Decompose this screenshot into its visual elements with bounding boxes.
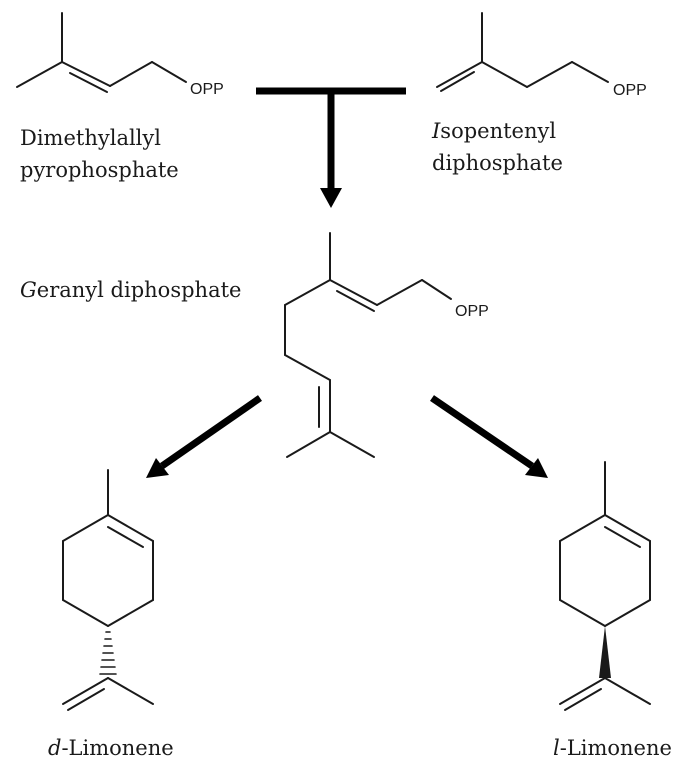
- d-limonene-rest: -Limonene: [61, 736, 173, 760]
- d-limonene-structure: [62, 469, 154, 711]
- l-limonene-prefix: l: [553, 736, 560, 760]
- gpp-opp-label: OPP: [455, 303, 489, 320]
- ipp-name-prefix: I: [431, 119, 441, 143]
- dmapp-name-line2: pyrophosphate: [20, 158, 179, 182]
- ipp-name-rest: sopentenyl: [440, 119, 556, 143]
- l-limonene-structure: [559, 461, 651, 711]
- l-limonene-rest: -Limonene: [560, 736, 672, 760]
- gpp-name-rest: eranyl diphosphate: [37, 278, 242, 302]
- condensation-arrow: [256, 87, 406, 208]
- ipp-structure: OPP: [436, 12, 647, 99]
- gpp-structure: OPP: [284, 232, 489, 458]
- arrow-to-l-limonene: [430, 395, 548, 478]
- d-limonene-name: d-Limonene: [48, 736, 174, 760]
- dmapp-structure: OPP: [16, 12, 224, 98]
- dmapp-opp-label: OPP: [190, 81, 224, 98]
- ipp-name-line1: Isopentenyl: [431, 119, 556, 143]
- ipp-name-line2: diphosphate: [432, 151, 563, 175]
- gpp-name-prefix: G: [20, 278, 37, 302]
- dmapp-name-line1: Dimethylallyl: [20, 126, 161, 150]
- gpp-name: Geranyl diphosphate: [20, 278, 241, 302]
- d-limonene-hashed-wedge: [99, 631, 117, 675]
- l-limonene-solid-wedge: [599, 626, 611, 678]
- d-limonene-prefix: d: [48, 736, 61, 760]
- arrow-to-d-limonene: [146, 395, 262, 478]
- l-limonene-name: l-Limonene: [553, 736, 672, 760]
- ipp-opp-label: OPP: [613, 82, 647, 99]
